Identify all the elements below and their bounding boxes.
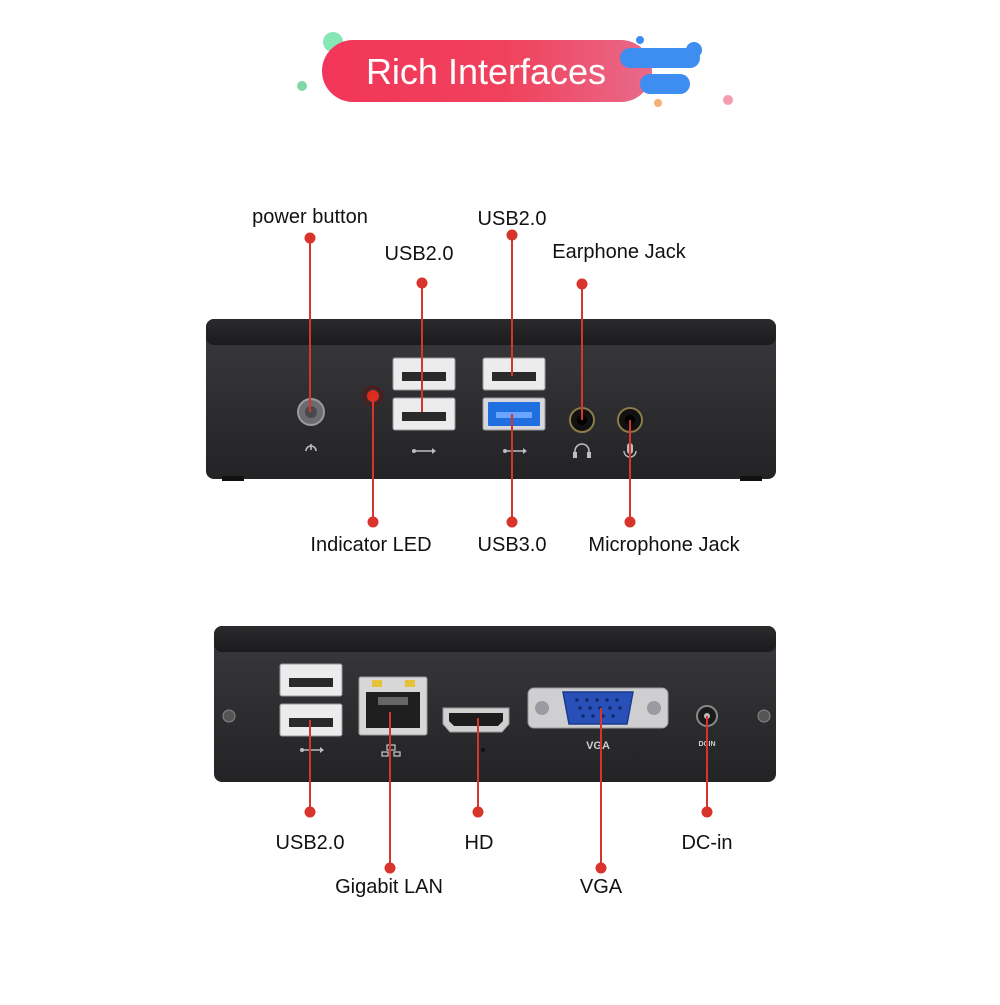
banner-dot: [686, 42, 702, 58]
leader-indicator: [367, 396, 379, 528]
headphone-icon: [573, 443, 591, 458]
label-earphone-jack: Earphone Jack: [552, 241, 686, 263]
leader-vga: [595, 708, 607, 874]
rear-panel: VGA DCIN: [214, 626, 776, 782]
label-gigabit-lan: Gigabit LAN: [335, 876, 443, 898]
leader-dcin: [701, 716, 713, 818]
rear-screw: [222, 709, 236, 723]
vga-print: VGA: [586, 740, 610, 752]
banner-dot: [654, 99, 662, 107]
usb3-port: [482, 397, 546, 431]
banner-title: Rich Interfaces: [366, 51, 606, 92]
label-vga: VGA: [579, 876, 623, 898]
banner-dot: [297, 81, 307, 91]
leader-earphone: [576, 278, 588, 420]
usb2-right-port: [482, 357, 546, 391]
usb2-left-ports: [392, 357, 456, 431]
label-hd: HD: [464, 832, 494, 854]
leader-lan: [384, 712, 396, 874]
leader-usb2-left: [416, 277, 428, 412]
front-foot: [222, 476, 244, 481]
label-power-button: power button: [252, 206, 368, 228]
vga-port: [527, 687, 669, 729]
banner: Rich Interfaces: [297, 32, 733, 107]
label-dc-in: DC-in: [681, 832, 733, 854]
usb-icon: [503, 448, 527, 454]
rear-case-top: [214, 626, 776, 652]
label-usb2-left: USB2.0: [384, 243, 454, 265]
leader-hd: [472, 718, 484, 818]
banner-pill: [322, 40, 652, 102]
front-case-top: [206, 319, 776, 345]
leader-microphone: [624, 420, 636, 528]
leader-usb2-rear: [304, 720, 316, 818]
rear-screw: [757, 709, 771, 723]
usb-icon: [412, 448, 436, 454]
leader-usb3: [506, 414, 518, 528]
label-usb2-rear: USB2.0: [275, 832, 345, 854]
hd-port: [442, 707, 510, 752]
lan-port: [358, 676, 428, 736]
leader-power: [304, 232, 316, 412]
front-panel: [206, 319, 776, 481]
banner-blue-bar: [640, 74, 690, 94]
banner-dot: [636, 36, 644, 44]
banner-blue-bar: [620, 48, 700, 68]
label-usb2-right: USB2.0: [477, 208, 547, 230]
label-microphone-jack: Microphone Jack: [588, 534, 740, 556]
rear-case: [214, 626, 776, 782]
usb2-rear-ports: [279, 663, 343, 737]
banner-dot: [723, 95, 733, 105]
front-foot: [740, 476, 762, 481]
callout-leaders: [304, 229, 713, 874]
leader-usb2-right: [506, 229, 518, 376]
label-usb3: USB3.0: [477, 534, 547, 556]
power-icon: [305, 444, 317, 452]
label-indicator-led: Indicator LED: [310, 534, 432, 556]
